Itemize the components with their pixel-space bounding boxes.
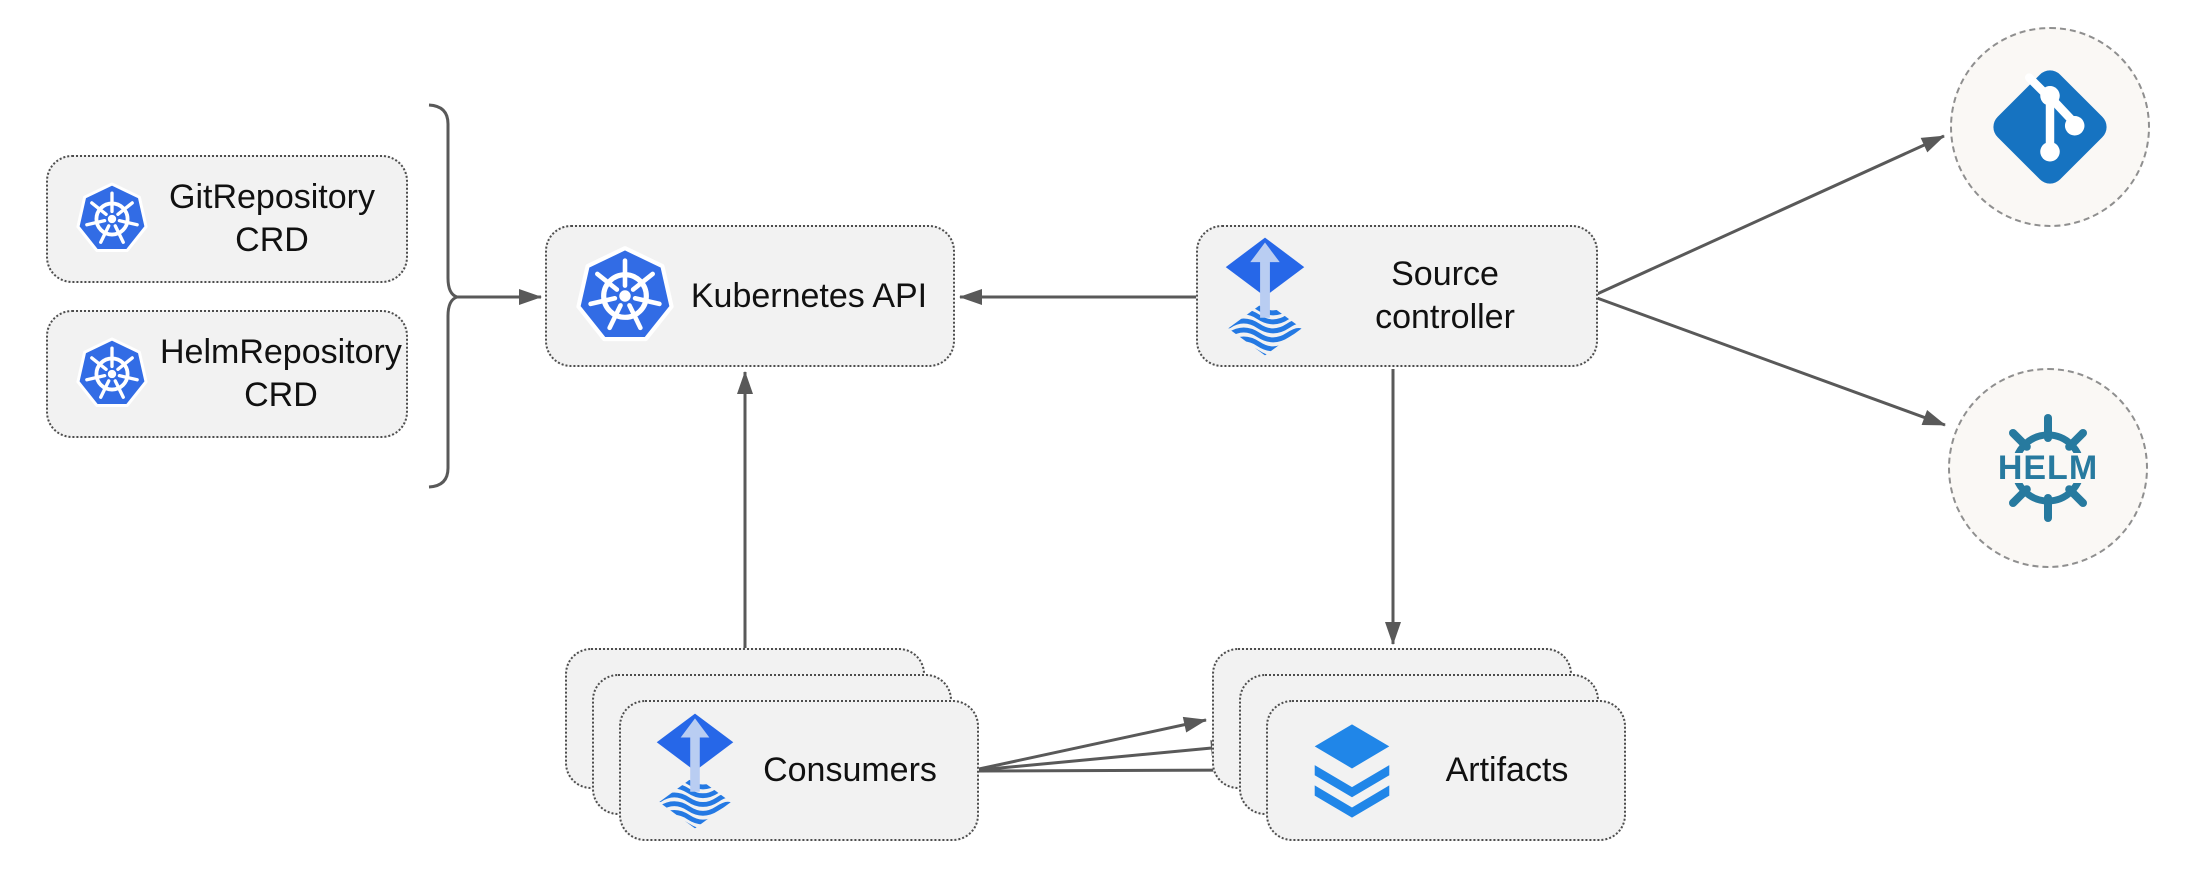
node-consumers: Consumers bbox=[619, 700, 979, 841]
node-label: Consumers bbox=[763, 751, 937, 789]
flux-source-controller-icon bbox=[656, 713, 734, 828]
node-label-line1: Source bbox=[1391, 255, 1499, 294]
arrow-consumers-to-artifacts-middle bbox=[978, 740, 1234, 772]
external-helm-circle: HELM bbox=[1948, 368, 2148, 568]
external-git-circle bbox=[1950, 27, 2150, 227]
consumers-stack: Consumers bbox=[565, 648, 979, 841]
helm-icon: HELM bbox=[1987, 414, 2109, 522]
kubernetes-icon bbox=[576, 246, 674, 342]
node-label-line2: controller bbox=[1375, 298, 1515, 336]
node-label-line1: GitRepository bbox=[169, 178, 375, 217]
kubernetes-icon bbox=[76, 182, 148, 252]
node-label: GitRepository CRD bbox=[160, 176, 384, 262]
node-label-line1: HelmRepository bbox=[160, 333, 402, 372]
arrow-source-to-helm bbox=[1596, 296, 1946, 427]
node-label: HelmRepository CRD bbox=[160, 331, 402, 417]
node-helm-repository-crd: HelmRepository CRD bbox=[46, 310, 408, 438]
node-git-repository-crd: GitRepository CRD bbox=[46, 155, 408, 283]
layers-stack-icon bbox=[1314, 723, 1390, 818]
arrow-source-to-git bbox=[1596, 134, 1945, 296]
node-artifacts: Artifacts bbox=[1266, 700, 1626, 841]
flux-source-controller-icon bbox=[1225, 237, 1305, 355]
helm-logo-text: HELM bbox=[1998, 449, 2098, 487]
node-kubernetes-api: Kubernetes API bbox=[545, 225, 955, 367]
node-label: Source controller bbox=[1316, 253, 1574, 339]
artifacts-stack: Artifacts bbox=[1212, 648, 1626, 841]
node-label: Kubernetes API bbox=[690, 276, 928, 315]
node-label-line2: CRD bbox=[244, 376, 318, 414]
node-label: Artifacts bbox=[1445, 751, 1569, 789]
node-source-controller: Source controller bbox=[1196, 225, 1598, 367]
crd-group-bracket bbox=[428, 103, 462, 489]
arrow-consumers-to-artifacts-back bbox=[978, 716, 1207, 771]
git-icon bbox=[1993, 70, 2107, 184]
kubernetes-icon bbox=[76, 337, 148, 407]
node-label-line2: CRD bbox=[235, 221, 309, 259]
